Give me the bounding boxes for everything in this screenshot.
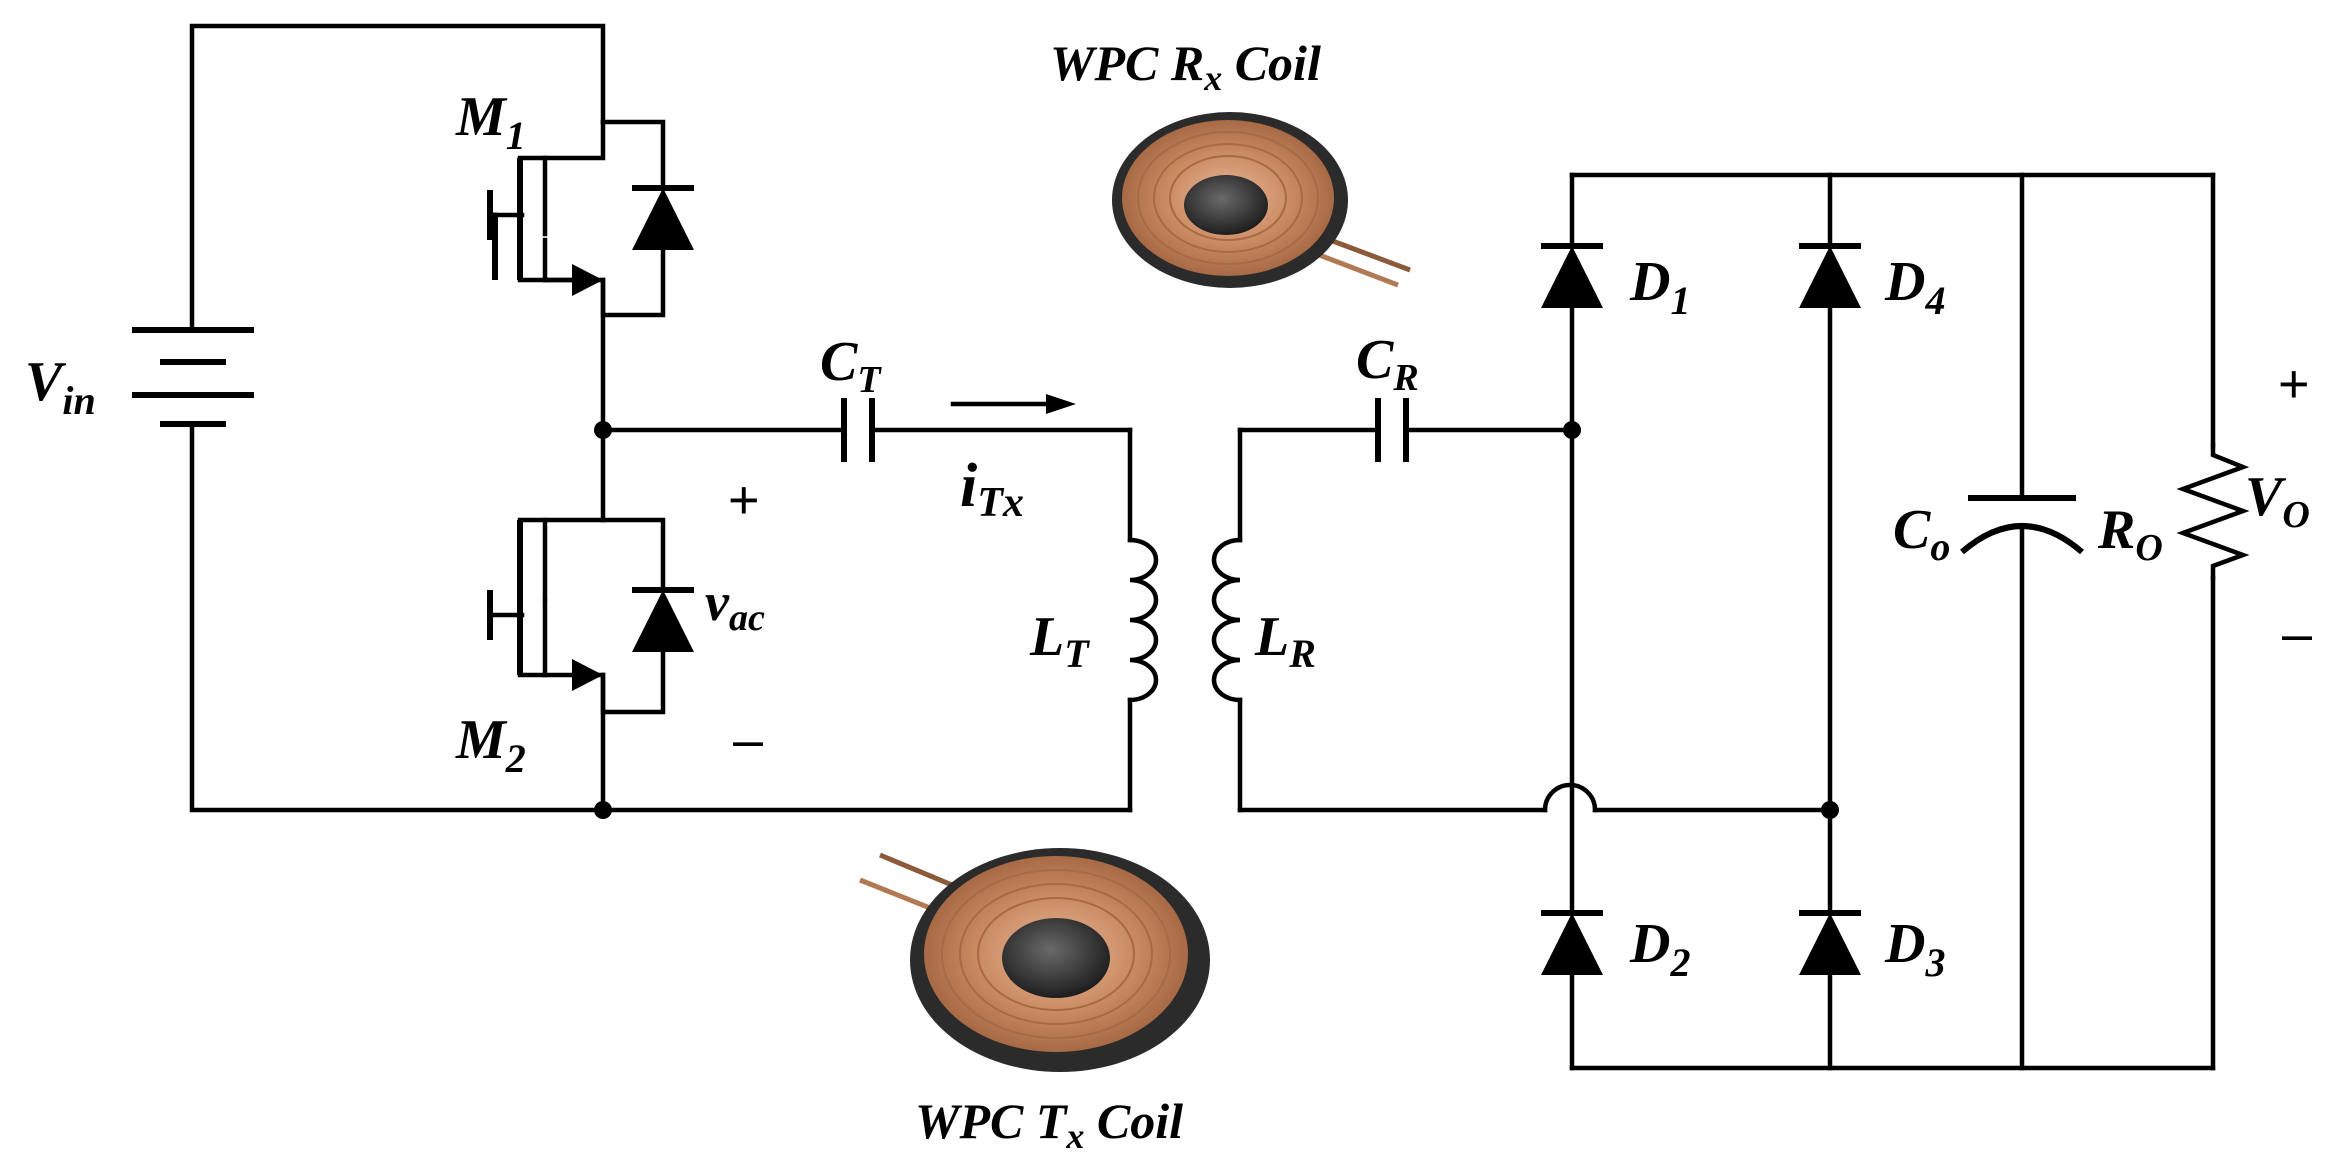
capacitor-cr	[1375, 398, 1409, 462]
diode-d4-icon	[1799, 243, 1861, 308]
resistor-ro	[2176, 442, 2250, 581]
rx-coil-illustration	[1112, 112, 1411, 288]
label-vo: VO	[2245, 466, 2310, 536]
label-cr: CR	[1356, 329, 1419, 399]
capacitor-co	[1960, 495, 2084, 555]
current-arrow-icon	[950, 394, 1076, 414]
label-ct: CT	[820, 331, 882, 401]
m1-arrow-icon	[572, 264, 603, 296]
m2-diode-icon	[632, 587, 694, 652]
secondary-wiring	[1237, 172, 2216, 1071]
label-m1: M1	[455, 86, 526, 158]
node-bridge-right	[1821, 801, 1839, 819]
primary-wiring	[189, 23, 1133, 813]
label-d1: D1	[1629, 251, 1690, 323]
diode-d1-icon	[1541, 243, 1603, 308]
vo-minus-sign: –	[2282, 604, 2312, 664]
inductor-lt	[1127, 537, 1159, 703]
mosfet-m2	[517, 517, 603, 691]
label-vin: Vin	[25, 351, 96, 423]
label-d3: D3	[1884, 913, 1945, 985]
node-bottom	[594, 801, 612, 819]
vo-plus-sign: +	[2278, 354, 2310, 414]
label-vac: vac	[705, 572, 765, 639]
label-lr: LR	[1254, 606, 1316, 676]
battery-vin	[132, 327, 254, 427]
label-itx: iTx	[960, 452, 1024, 526]
capacitor-ct	[841, 398, 875, 462]
vac-minus-sign: –	[733, 710, 763, 770]
label-co: Co	[1893, 499, 1950, 569]
vac-plus-sign: +	[728, 470, 760, 530]
m1-diode-icon	[632, 185, 694, 250]
node-bridge-left	[1563, 421, 1581, 439]
label-m2: M2	[455, 709, 526, 781]
diode-d3-icon	[1799, 910, 1861, 975]
inductor-lr	[1211, 537, 1243, 703]
label-rx-coil: WPC Rx Coil	[1050, 35, 1321, 98]
label-d4: D4	[1884, 251, 1945, 323]
label-ro: RO	[2097, 499, 2163, 569]
node-mid	[594, 421, 612, 439]
label-d2: D2	[1629, 913, 1690, 985]
m2-arrow-icon	[572, 659, 603, 691]
label-tx-coil: WPC Tx Coil	[915, 1093, 1183, 1156]
diode-d2-icon	[1541, 910, 1603, 975]
label-lt: LT	[1029, 606, 1090, 676]
tx-coil-illustration	[859, 848, 1210, 1072]
